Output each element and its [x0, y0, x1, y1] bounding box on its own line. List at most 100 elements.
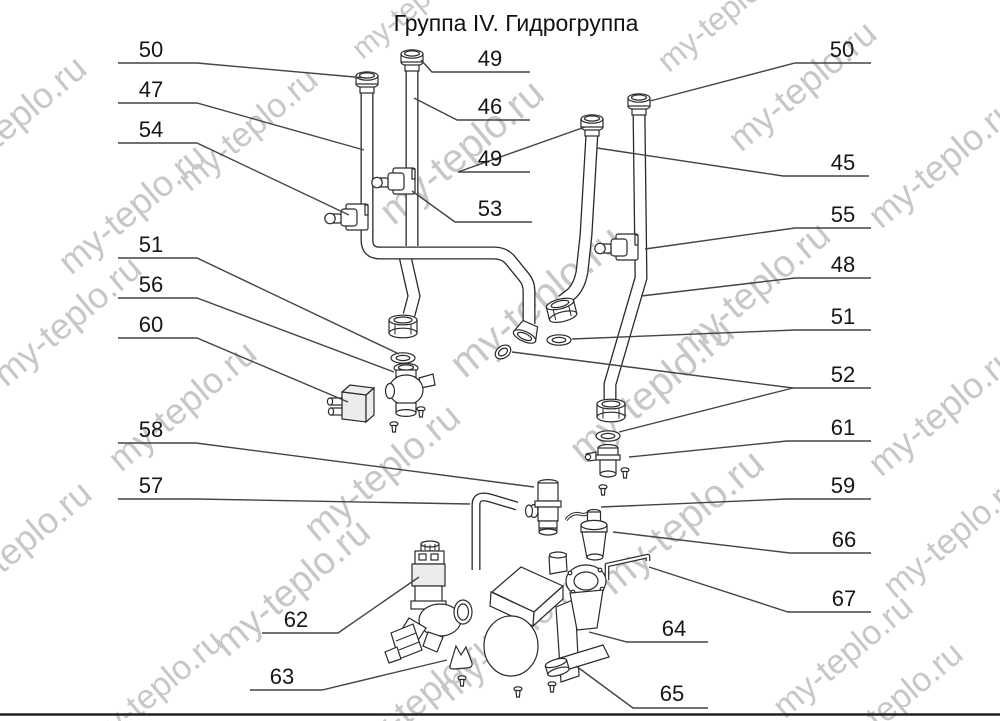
gasket-52-lower: [595, 430, 621, 442]
screw: [389, 421, 399, 433]
cap-50-left: [355, 71, 379, 94]
callout-57: 57: [139, 473, 163, 498]
callout-54: 54: [139, 117, 163, 142]
cap-50-right: [627, 93, 651, 116]
leader-59: [600, 498, 871, 508]
bracket-pin-66-67: [604, 553, 651, 580]
screw: [547, 681, 557, 693]
callout-51-left: 51: [139, 232, 163, 257]
leader-58: [118, 442, 535, 488]
callout-53: 53: [478, 196, 502, 221]
union-nut-pipe46: [388, 314, 418, 339]
leader-63: [250, 659, 448, 691]
watermark-text: my-teplo.ru: [876, 467, 1000, 605]
watermark-text: my-teplo.ru: [206, 511, 379, 665]
watermark-text: my-teplo.ru: [296, 396, 469, 550]
gasket-51-left: [390, 352, 416, 364]
callout-55: 55: [831, 202, 855, 227]
screw: [620, 467, 630, 479]
valve-61: [584, 443, 621, 478]
leader-61: [628, 440, 871, 458]
pipe-45: [558, 132, 599, 307]
watermark-text: my-teplo.ru: [666, 214, 839, 368]
leader-48: [640, 277, 871, 297]
pump-64: [483, 551, 610, 683]
watermark-text: my-teplo.ru: [860, 337, 1000, 484]
cap-49-right: [580, 114, 604, 137]
leader-64: [588, 631, 708, 643]
page-title: Группа IV. Гидрогруппа: [394, 10, 639, 36]
callout-65: 65: [660, 681, 684, 706]
callout-49-first: 49: [478, 46, 502, 71]
gasket-51-right: [546, 334, 572, 346]
clip-54: [324, 203, 369, 231]
pipe-47: [360, 90, 539, 344]
leader-55: [644, 227, 871, 250]
leader-50-right: [649, 62, 871, 102]
leader-62: [262, 576, 420, 634]
clip-63: [449, 644, 473, 670]
safety-valve-62: [384, 540, 473, 664]
valve-59: [580, 508, 608, 561]
three-way-valve-56: [384, 362, 436, 417]
leader-53: [411, 190, 532, 223]
watermark-text: my-teplo.ru: [720, 12, 884, 159]
callout-62: 62: [284, 607, 308, 632]
leader-52-b: [618, 387, 794, 433]
leader-lines: [118, 59, 871, 709]
pipe-46: [397, 68, 421, 317]
leader-46: [413, 97, 530, 121]
callout-51-right: 51: [831, 304, 855, 329]
callout-50-left: 50: [139, 37, 163, 62]
watermark-text: my-teplo.ru: [860, 89, 1000, 236]
watermark-text: my-teplo.ru: [371, 71, 553, 233]
leader-50-left: [118, 62, 367, 79]
callout-67: 67: [832, 586, 856, 611]
leader-60: [118, 337, 349, 403]
callout-45: 45: [831, 150, 855, 175]
leader-51-right: [571, 329, 871, 340]
screw: [513, 686, 523, 698]
callout-46: 46: [478, 94, 502, 119]
leader-47: [118, 102, 365, 151]
drawing-layer: [324, 49, 651, 698]
callout-63: 63: [270, 664, 294, 689]
leader-45: [596, 147, 869, 177]
watermark-text: my-teplo.ru: [650, 0, 796, 79]
union-nut-pipe48: [596, 398, 626, 423]
screw: [598, 484, 608, 496]
pipe-48: [603, 111, 648, 403]
leader-67: [648, 566, 871, 613]
tube-57: [471, 492, 519, 570]
o-ring-52: [494, 344, 512, 360]
clip-53: [371, 167, 416, 195]
watermark-text: my-teplo.ru: [440, 215, 631, 386]
leader-49-second: [457, 126, 586, 173]
leader-54: [118, 142, 350, 216]
callout-60: 60: [139, 312, 163, 337]
callout-49-second: 49: [478, 146, 502, 171]
cap-49-left: [400, 49, 424, 72]
watermark-text: my-teplo.ru: [0, 47, 94, 194]
callout-59: 59: [831, 473, 855, 498]
leader-66: [612, 531, 871, 554]
callout-48: 48: [831, 252, 855, 277]
callout-52: 52: [831, 362, 855, 387]
callout-66: 66: [832, 527, 856, 552]
callout-56: 56: [139, 272, 163, 297]
leader-56: [118, 297, 395, 373]
leader-51-left: [118, 257, 400, 355]
callout-labels: Группа IV. Гидрогруппа 50 47 54 51 56 60…: [139, 10, 856, 706]
leader-49-first: [420, 59, 530, 73]
watermark-text: my-teplo.ru: [591, 441, 773, 603]
callout-61: 61: [831, 415, 855, 440]
callout-47: 47: [139, 77, 163, 102]
watermark-text: my-teplo.ru: [100, 332, 264, 479]
pressure-switch-60: [326, 384, 376, 424]
air-vent-58: [524, 478, 562, 536]
pipe-47-bell-end: [512, 319, 539, 344]
callout-64: 64: [662, 616, 686, 641]
leader-57: [118, 498, 471, 505]
